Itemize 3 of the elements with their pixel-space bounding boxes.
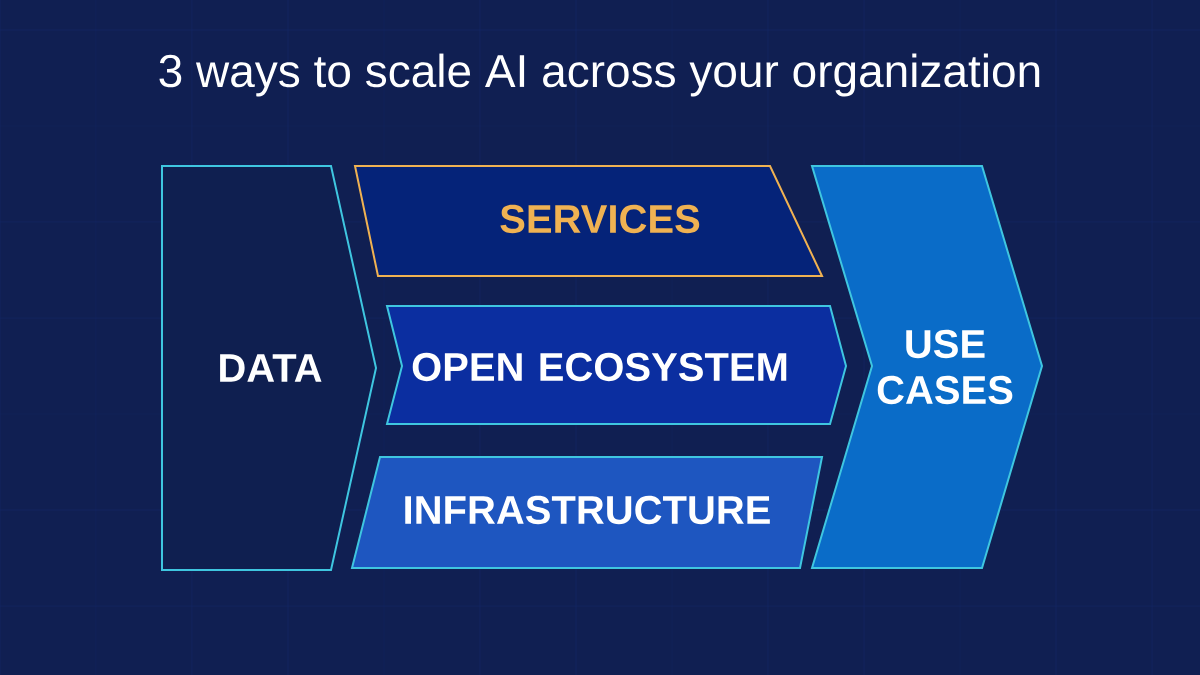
title: 3 ways to scale AI across your organization [159, 53, 1040, 97]
chevron-box: USE CASES [810, 165, 1044, 569]
chevron-box: OPEN ECOSYSTEM [385, 305, 848, 425]
